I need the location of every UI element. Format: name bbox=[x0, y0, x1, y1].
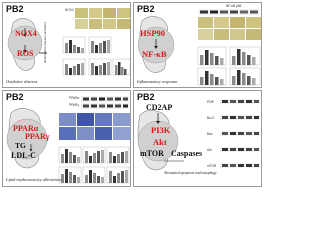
histology-image bbox=[117, 19, 130, 29]
marker-nox4: NOX4 bbox=[15, 29, 37, 38]
panel-tag: PB2 bbox=[137, 4, 155, 14]
histology-image bbox=[214, 17, 229, 28]
histology-image bbox=[89, 19, 102, 29]
blot-label: PPARγ bbox=[69, 103, 80, 107]
blot-label: Bcl-2 bbox=[207, 116, 215, 120]
panel-caption: Inflammatory response bbox=[137, 79, 178, 84]
panel-lipid-nephrotoxicity: PB2 PPARα PPARγ TG LDL-C PPARα PPARγ Lip… bbox=[2, 90, 131, 187]
panel-inflammatory-graphics bbox=[137, 9, 261, 86]
blot-label: Akt bbox=[207, 148, 212, 152]
bar-chart-group bbox=[58, 146, 130, 184]
panel-tag: PB2 bbox=[6, 92, 24, 102]
marker-akt: Akt bbox=[153, 137, 167, 147]
panel-apoptosis-autophagy: PB2 CD2AP PI3K Akt mTOR Caspases PI3K Bc… bbox=[133, 90, 262, 187]
marker-ldl-c: LDL-C bbox=[11, 151, 36, 160]
side-label: Antioxidant enzymes activities bbox=[43, 21, 47, 63]
blot-label: NOX4 bbox=[65, 8, 74, 12]
marker-cd2ap: CD2AP bbox=[146, 103, 173, 112]
histology-image bbox=[59, 113, 76, 126]
panel-caption: Lipid nephrotoxicity alleviation bbox=[6, 177, 62, 182]
marker-nfkb: NF-κB bbox=[142, 49, 167, 59]
histology-image bbox=[59, 127, 76, 140]
histology-image bbox=[113, 127, 130, 140]
marker-ros: ROS bbox=[17, 49, 34, 58]
panel-apoptosis-graphics bbox=[137, 99, 260, 171]
cell-circle-icon bbox=[7, 25, 43, 61]
histology-image bbox=[230, 29, 245, 40]
histology-image bbox=[198, 17, 213, 28]
cell-circle-icon bbox=[6, 118, 48, 160]
histology-image bbox=[103, 8, 116, 18]
blot-label: NF-κB p65 bbox=[226, 4, 242, 8]
histology-image bbox=[113, 113, 130, 126]
arrowhead-icon bbox=[156, 121, 160, 124]
marker-caspases: Caspases bbox=[171, 149, 203, 158]
histology-image bbox=[75, 19, 88, 29]
bar-chart-group bbox=[197, 46, 261, 86]
panel-oxidative-distress: PB2 NOX4 ROS NOX4 Oxidative distress Ant… bbox=[2, 2, 131, 88]
bar-chart-group bbox=[62, 36, 130, 76]
blot-label: Bax bbox=[207, 132, 213, 136]
panel-tag: PB2 bbox=[6, 4, 24, 14]
western-blot bbox=[81, 96, 129, 109]
marker-hsp90: HSP90 bbox=[140, 28, 166, 38]
western-blot bbox=[220, 99, 260, 168]
histology-image bbox=[230, 17, 245, 28]
blot-label: mTOR bbox=[207, 164, 217, 168]
histology-image bbox=[103, 19, 116, 29]
panel-caption: Attenuated apoptosis and autophagy bbox=[164, 171, 217, 175]
marker-ppar-alpha: PPARα bbox=[13, 124, 39, 133]
blot-label: PI3K bbox=[207, 100, 214, 104]
panel-caption: Oxidative distress bbox=[6, 79, 38, 84]
panel-oxidative-graphics bbox=[7, 8, 130, 76]
panel-lipid-graphics bbox=[6, 96, 130, 184]
western-blot bbox=[198, 9, 260, 15]
marker-tg: TG bbox=[15, 141, 26, 150]
marker-pi3k: PI3K bbox=[151, 125, 171, 135]
arrowhead-icon bbox=[23, 50, 27, 53]
histology-image bbox=[89, 8, 102, 18]
histology-image bbox=[75, 8, 88, 18]
marker-mtor: mTOR bbox=[140, 149, 164, 158]
histology-image bbox=[214, 29, 229, 40]
histology-image bbox=[77, 127, 94, 140]
histology-image bbox=[117, 8, 130, 18]
histology-image bbox=[246, 29, 261, 40]
histology-image bbox=[95, 127, 112, 140]
marker-ppar-gamma: PPARγ bbox=[25, 132, 50, 141]
arrowhead-icon bbox=[154, 46, 158, 49]
histology-image bbox=[198, 29, 213, 40]
histology-image bbox=[95, 113, 112, 126]
panel-tag: PB2 bbox=[137, 92, 155, 102]
blot-label: PPARα bbox=[69, 96, 80, 100]
panel-inflammatory-response: PB2 HSP90 NF-κB NF-κB p65 Inflammatory r… bbox=[133, 2, 262, 88]
histology-image bbox=[246, 17, 261, 28]
arrowhead-icon bbox=[29, 149, 33, 152]
histology-image bbox=[77, 113, 94, 126]
arrowhead-icon bbox=[23, 34, 27, 37]
